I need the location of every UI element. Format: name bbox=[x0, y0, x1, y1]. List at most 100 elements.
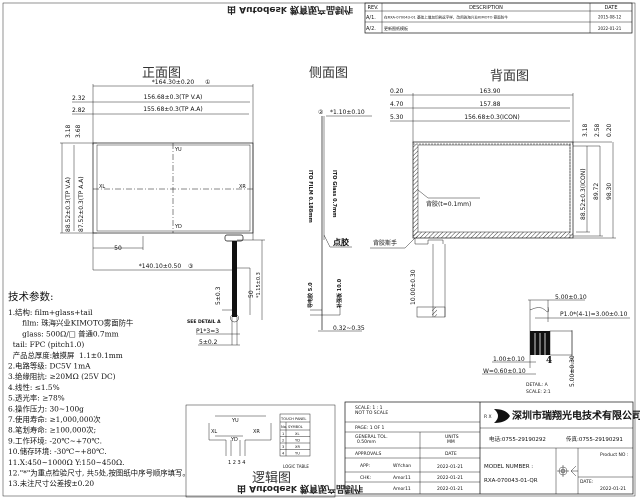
back-view: 背面图 163.90 157.88 156.68±0.3(ICON) 0.20 … bbox=[370, 69, 616, 318]
glue-label: 点胶 bbox=[333, 237, 349, 247]
date-header: DATE bbox=[604, 5, 617, 11]
rev-header: REV. bbox=[368, 5, 379, 11]
tech-param-line: 产品总厚度:触摸屏 1.1±0.1mm bbox=[8, 351, 123, 360]
page-label: PAGE: 1 OF 1 bbox=[355, 425, 385, 431]
film-label: ITO FILM 0.188mm bbox=[307, 170, 313, 223]
chk-label: CHK: bbox=[360, 475, 371, 481]
label-yu: YU bbox=[231, 418, 239, 424]
rev-cell: A/1. bbox=[366, 15, 376, 21]
watermark-top: 由 Autodesk 教育版产品制作 bbox=[227, 4, 353, 16]
column-header: No. bbox=[281, 425, 287, 429]
logic-table-caption: LOGIC TABLE bbox=[283, 464, 309, 469]
label-xl: XL bbox=[211, 429, 217, 435]
date-cell: 2015-08-12 bbox=[598, 15, 622, 20]
dim-pin-pitch: 1.00±0.10 bbox=[493, 356, 525, 363]
tech-param-line: 3.绝缘阻抗: ≥20MΩ (25V DC) bbox=[8, 372, 116, 381]
stiffener-label: 补强板 10.0 bbox=[336, 278, 343, 309]
rev-cell: A/2. bbox=[366, 26, 376, 32]
dim-tail-offset: *140.10±0.50 bbox=[139, 263, 182, 270]
table-cell: 1 bbox=[282, 432, 284, 436]
description-cell: 更新图纸模板 bbox=[384, 25, 408, 31]
date-cell: 2022-01-21 bbox=[598, 26, 622, 31]
general-tol-label: GENERAL TOL. bbox=[355, 434, 388, 440]
dim-right: 3.18 bbox=[582, 123, 589, 137]
chk-name: Amor11 bbox=[393, 475, 411, 481]
dim-width: 156.68±0.3(ICON) bbox=[464, 114, 519, 121]
dim-top-offset: 3.68 bbox=[75, 124, 82, 138]
tech-param-line: 2.电路等级: DC5V 1mA bbox=[8, 362, 91, 371]
dim-thickness: *1.10±0.10 bbox=[330, 109, 365, 116]
dim-overall-width: *164.30±0.20 bbox=[152, 79, 195, 86]
watermark-text: 由 Autodesk 教育版产品制作 bbox=[237, 483, 363, 495]
tech-param-line: tail: FPC (pitch1.0) bbox=[8, 340, 84, 349]
dim-tail-width: 5±0.2 bbox=[199, 339, 218, 346]
dim-width: 157.88 bbox=[480, 101, 501, 108]
watermark-bottom: 由 Autodesk 教育版产品制作 bbox=[237, 483, 363, 495]
dim-tail-thickness: 0.32~0.35 bbox=[333, 325, 365, 332]
logic-table-header: TOUCH PANEL bbox=[280, 417, 306, 421]
inspection-mark: ② bbox=[318, 109, 324, 116]
tech-param-line: 1.结构: film+glass+tail bbox=[8, 308, 93, 317]
dim-left: 4.70 bbox=[390, 101, 404, 108]
approver-date: 2022-01-21 bbox=[437, 486, 463, 492]
pin-numbers: 1 2 3 4 bbox=[228, 460, 246, 466]
tab-label: 背胶斯手 bbox=[373, 239, 397, 247]
dim-left: 5.30 bbox=[390, 114, 404, 121]
title-block: SCALE: 1 : 1 NOT TO SCALE PAGE: 1 OF 1 G… bbox=[344, 401, 640, 495]
back-panel-outline bbox=[412, 141, 574, 239]
units-value: MM bbox=[447, 439, 455, 445]
logic-diagram-title: 逻辑图 bbox=[252, 471, 291, 486]
tech-param-line: 9.工作环境: -20℃~+70℃. bbox=[8, 436, 102, 445]
table-cell: XL bbox=[295, 432, 299, 436]
not-to-scale-label: NOT TO SCALE bbox=[355, 410, 388, 416]
dim-detail-pitch: P1.0*(4-1)=3.00±0.10 bbox=[560, 311, 628, 318]
product-date-label: DATE: bbox=[580, 479, 593, 485]
side-view: 侧面图 ② *1.10±0.10 ITO FILM 0.188mm ITO Gl… bbox=[307, 66, 372, 332]
technical-parameters: 技术参数: 1.结构: film+glass+tail film: 珠海兴业KI… bbox=[8, 290, 190, 488]
tech-param-line: 8.笔划寿命: ≥100,000次; bbox=[8, 426, 96, 435]
telephone: 电话:0755-29190292 bbox=[489, 435, 546, 443]
projection-symbol-icon bbox=[557, 465, 578, 477]
dim-va-height: 88.52±0.3(TP V.A) bbox=[65, 177, 72, 232]
units-label: UNITS bbox=[445, 434, 459, 440]
tech-param-line: 12."*"为重点检验尺寸, 共5处,按图纸中序号顺序填写。 bbox=[8, 469, 190, 478]
dim-tail-length: 5±0.3 bbox=[215, 286, 222, 305]
logo-text: R X bbox=[484, 414, 492, 420]
tech-param-line: glass: 500Ω/□ 普通0.7mm bbox=[8, 329, 119, 338]
company-name: 深圳市瑞翔光电技术有限公司 bbox=[512, 409, 640, 422]
app-date: 2022-01-21 bbox=[437, 464, 463, 470]
tech-param-line: 13.未注尺寸公差按±0.20 bbox=[8, 479, 94, 488]
dim-top-offset: 3.18 bbox=[65, 124, 72, 138]
approvals-label: APPROVALS bbox=[355, 451, 381, 457]
scale-label: SCALE: 1 : 1 bbox=[355, 405, 383, 411]
dim-aa-width: 155.68±0.3(TP A.A) bbox=[143, 106, 202, 113]
dim-height: 89.72 bbox=[593, 183, 600, 200]
dim-height: 88.52±0.3(ICON) bbox=[580, 168, 587, 220]
date-label: DATE bbox=[445, 451, 457, 457]
label-yu: YU bbox=[174, 147, 182, 153]
detail-label: DETAIL: A bbox=[526, 382, 549, 388]
tech-param-line: 11.X:450~1000Ω Y:150~450Ω. bbox=[8, 458, 124, 467]
model-number-label: MODEL NUMBER : bbox=[484, 464, 533, 470]
front-view-title: 正面图 bbox=[142, 66, 181, 81]
general-tol-value: 0.50mm bbox=[357, 439, 376, 445]
inspection-mark: ① bbox=[205, 79, 210, 86]
inspection-mark: ③ bbox=[188, 263, 193, 270]
see-detail-label: SEE DETAIL A bbox=[187, 319, 221, 325]
table-cell: XR bbox=[295, 445, 300, 449]
product-date: 2022-01-21 bbox=[600, 486, 626, 492]
table-cell: YD bbox=[295, 439, 300, 443]
watermark-text: 由 Autodesk 教育版产品制作 bbox=[227, 4, 353, 16]
conductive-label: 导电胶 5.0 bbox=[307, 282, 314, 308]
label-yd: YD bbox=[174, 224, 182, 230]
fax: 传真:0755-29190291 bbox=[566, 435, 623, 443]
tech-param-line: 5.透光率: ≥78% bbox=[8, 394, 65, 403]
label-xr: XR bbox=[253, 429, 260, 435]
pin-count: 4 bbox=[546, 356, 552, 366]
column-header: SYMBOL bbox=[288, 425, 303, 429]
fpc-tail bbox=[232, 241, 237, 317]
dim-tail-length: 50 bbox=[248, 290, 255, 298]
